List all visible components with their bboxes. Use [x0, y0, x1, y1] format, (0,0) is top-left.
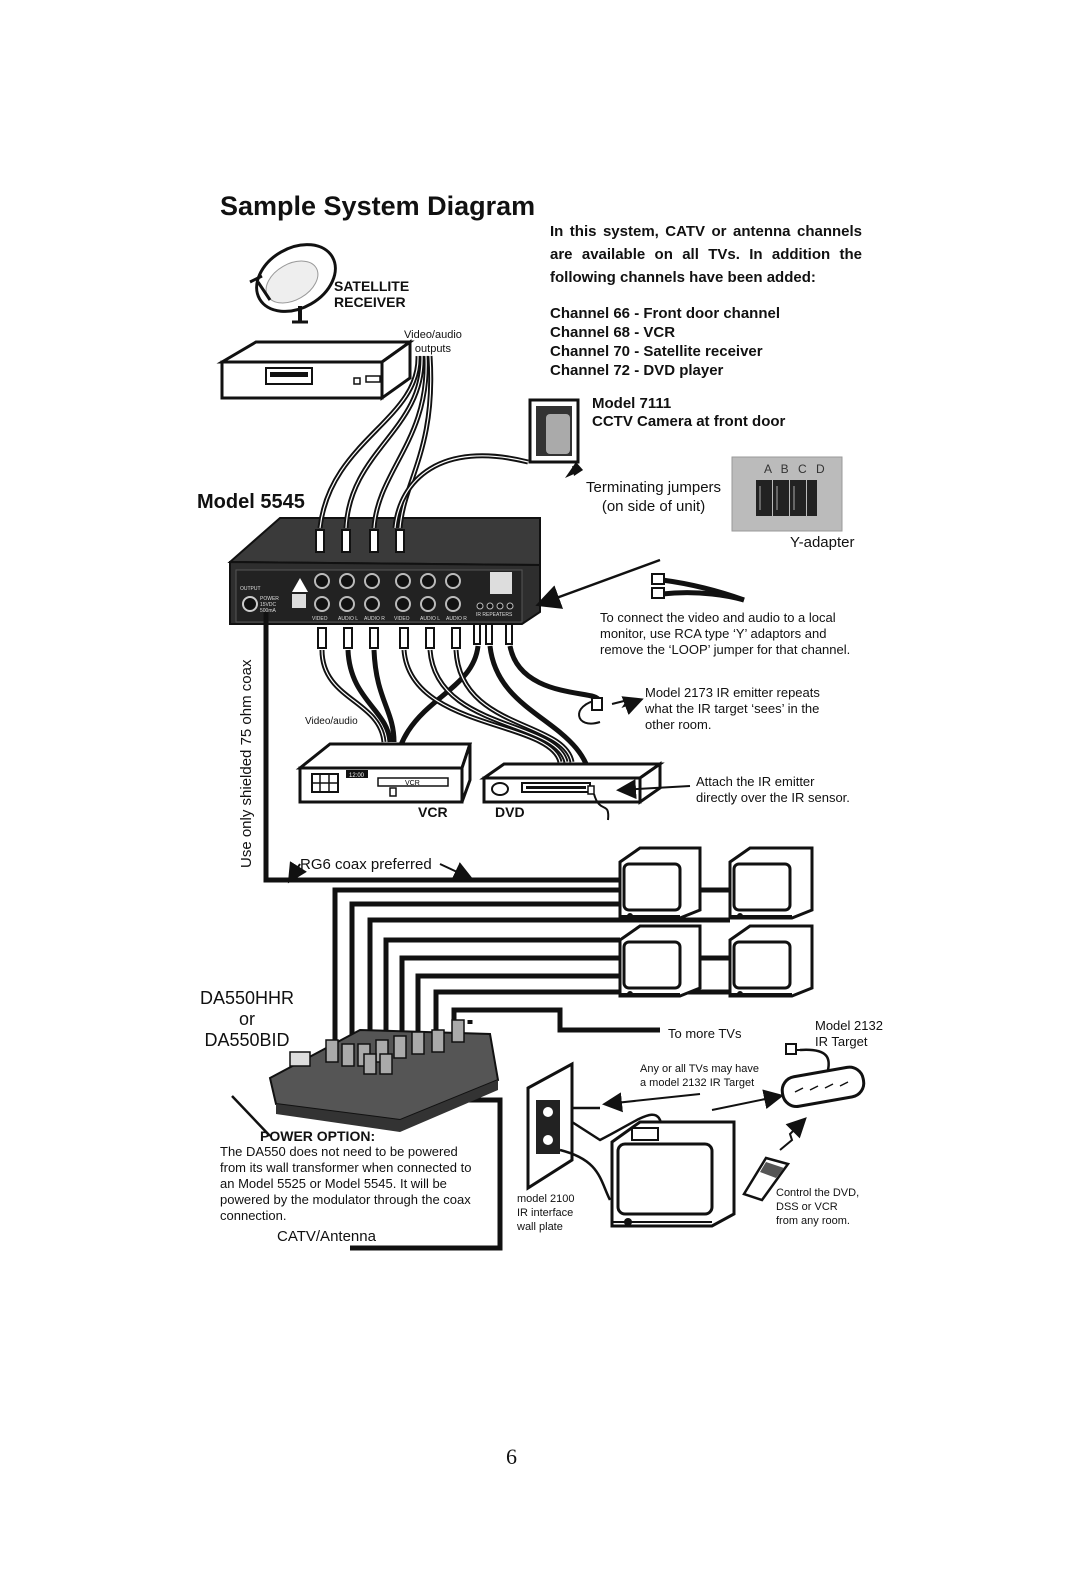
pointer-to-da550 — [231, 1095, 271, 1137]
vcr-label: VCR — [418, 804, 448, 820]
dvd-player-box — [479, 761, 665, 821]
video-audio-label: Video/audio — [305, 716, 358, 727]
model-5545-label: Model 5545 — [197, 491, 305, 513]
rg6-arrows — [287, 861, 474, 884]
channel-item: Channel 72 - DVD player — [550, 362, 724, 379]
svg-text:AUDIO L: AUDIO L — [420, 616, 440, 622]
svg-text:OUTPUT: OUTPUT — [240, 586, 261, 592]
svg-text:VIDEO: VIDEO — [394, 616, 410, 622]
to-more-tvs-label: To more TVs — [668, 1026, 742, 1041]
coax-main-line — [263, 612, 620, 883]
vcr-slot-label: VCR — [405, 780, 420, 787]
ir-target-2132 — [780, 1043, 866, 1108]
jumper-letters: A B C D — [764, 462, 828, 476]
da550-amplifier — [268, 1019, 500, 1132]
pointer-to-jumpers — [535, 558, 661, 609]
channel-item: Channel 70 - Satellite receiver — [550, 343, 763, 360]
svg-text:500mA: 500mA — [260, 608, 277, 614]
channel-item: Channel 68 - VCR — [550, 324, 676, 341]
page-number: 6 — [506, 1444, 517, 1469]
terminating-jumpers-label: Terminating jumpers(on side of unit) — [586, 479, 722, 515]
power-option-note: POWER OPTION: The DA550 does not need to… — [220, 1128, 472, 1223]
svg-text:15VDC: 15VDC — [260, 602, 277, 608]
rca-note: To connect the video and audio to a loca… — [600, 610, 851, 657]
ir-wall-plate — [526, 1061, 574, 1191]
satellite-receiver-box — [216, 339, 415, 401]
tv-monitor-1 — [618, 846, 702, 920]
coax-vertical-label: Use only shielded 75 ohm coax — [238, 659, 255, 868]
channel-list: Channel 66 - Front door channel Channel … — [550, 304, 780, 380]
tv-monitor-2 — [728, 846, 814, 920]
ir-emitter-icon — [578, 696, 644, 725]
pointer-to-ir-target — [711, 1089, 784, 1111]
svg-text:IR REPEATERS: IR REPEATERS — [476, 612, 513, 618]
pointer-to-wallplate — [602, 1092, 701, 1113]
tv-monitor-3 — [618, 924, 702, 998]
rg6-label: RG6 coax preferred — [300, 856, 432, 873]
y-adapter-label: Y-adapter — [790, 534, 855, 551]
svg-text:POWER: POWER — [260, 596, 279, 602]
channel-item: Channel 66 - Front door channel — [550, 305, 781, 322]
dvd-label: DVD — [495, 804, 525, 820]
top-rca-plugs — [315, 529, 405, 553]
page-title: Sample System Diagram — [220, 191, 536, 221]
bottom-rca-plugs — [317, 623, 513, 649]
vcr-box: 12:00 VCR — [295, 742, 473, 804]
jumper-blocks — [756, 480, 817, 516]
svg-text:VIDEO: VIDEO — [312, 616, 328, 622]
cctv-camera-icon — [528, 398, 583, 478]
intro-text: In this system, CATV or antenna channels… — [550, 223, 862, 286]
vcr-display: 12:00 — [349, 773, 365, 779]
tv-other-room — [610, 1120, 736, 1228]
satellite-dish-icon — [249, 243, 337, 324]
svg-text:AUDIO L: AUDIO L — [338, 616, 358, 622]
ir-signal-icon — [779, 1117, 807, 1151]
model-5545-modulator: OUTPUT POWER 15VDC 500mA VIDEO AUDIO L A… — [227, 517, 541, 625]
catv-antenna-label: CATV/Antenna — [277, 1228, 376, 1245]
tv-monitor-4 — [728, 924, 814, 998]
y-adapter-cable — [651, 573, 745, 603]
svg-text:AUDIO R: AUDIO R — [446, 616, 467, 622]
pointer-to-dvd — [616, 779, 691, 800]
svg-text:AUDIO R: AUDIO R — [364, 616, 385, 622]
remote-control-icon — [742, 1156, 791, 1202]
